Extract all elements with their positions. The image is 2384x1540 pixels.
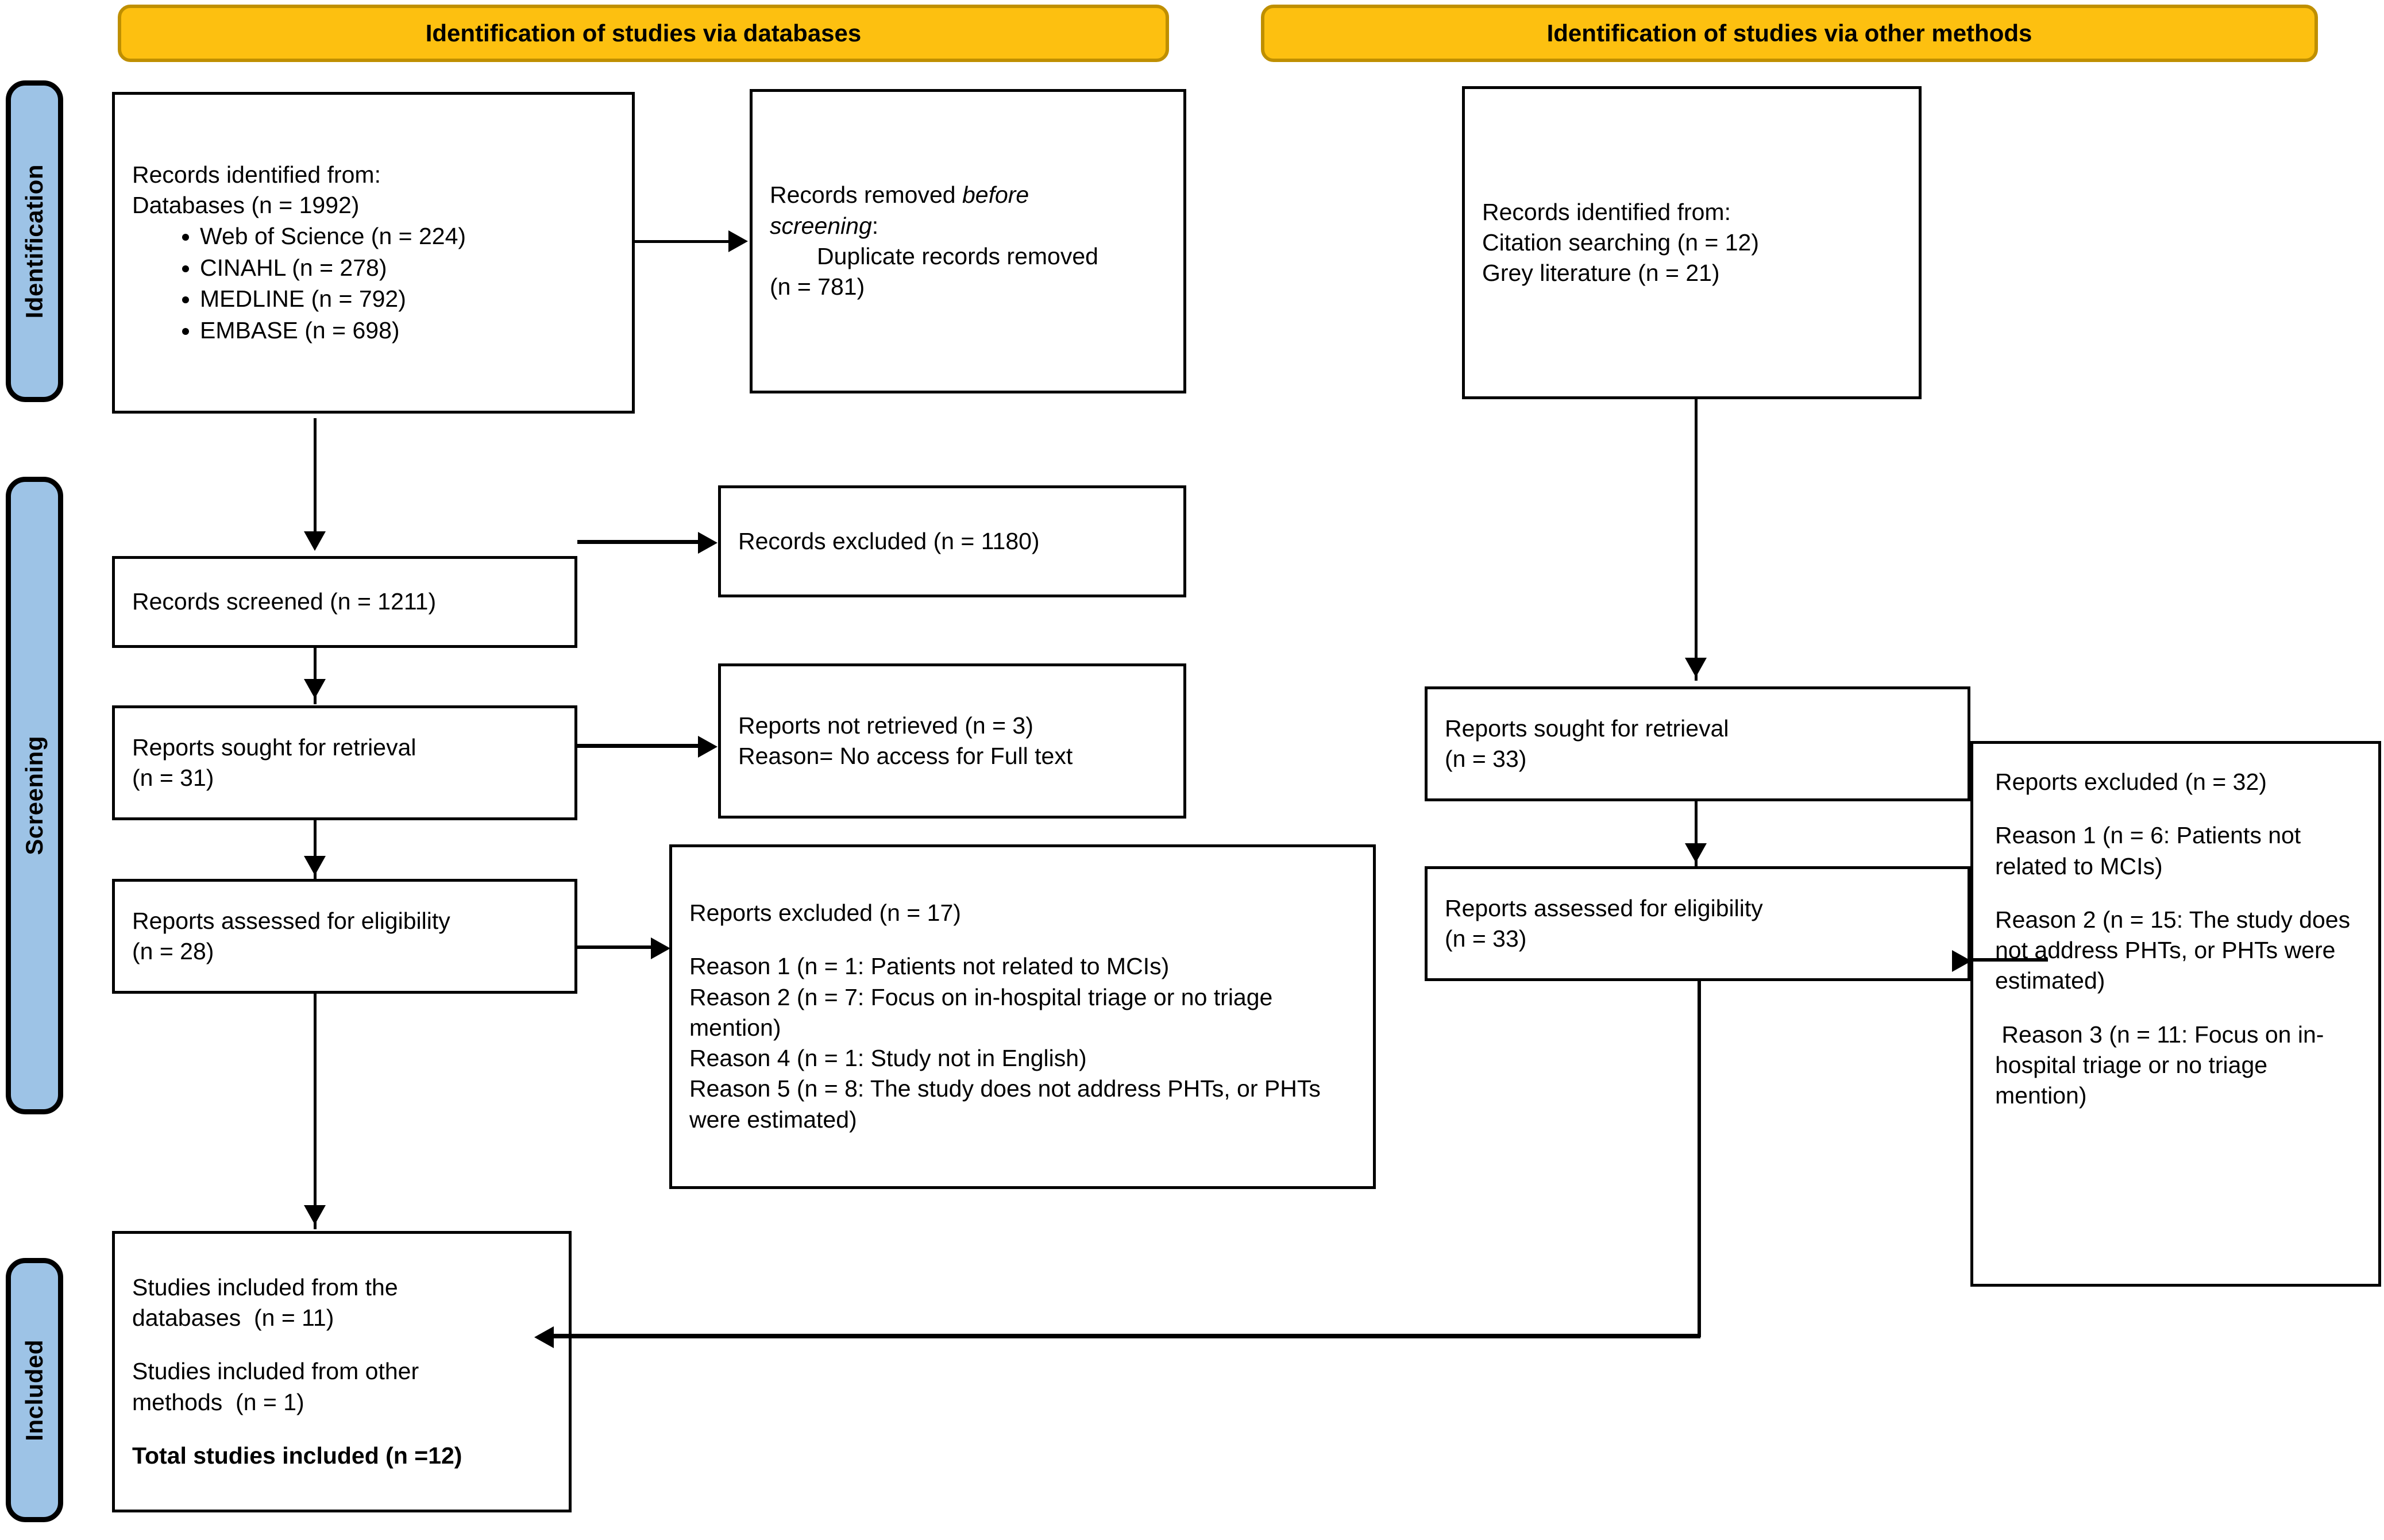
reports-sought-line1: Reports sought for retrieval — [132, 734, 416, 761]
records-removed-line1: Records removed before — [770, 180, 1166, 210]
phase-band-included: Included — [6, 1258, 63, 1522]
connector-screened-to-sought — [314, 648, 317, 704]
arrow-right-icon — [728, 230, 748, 252]
phase-band-identification: Identification — [6, 80, 63, 402]
other-sought-line2: (n = 33) — [1445, 746, 1527, 772]
other-identified-line1: Records identified from: — [1482, 198, 1731, 225]
arrow-down-icon — [304, 679, 326, 698]
reports-excluded-heading: Reports excluded (n = 17) — [689, 900, 961, 926]
records-screened-label: Records screened (n = 1211) — [132, 588, 437, 615]
phase-label-screening: Screening — [21, 736, 48, 855]
other-identified-line3: Grey literature (n = 21) — [1482, 260, 1720, 287]
records-removed-colon: : — [871, 212, 879, 239]
connector-sought-to-not-retrieved — [577, 744, 699, 748]
box-reports-excluded-other: Reports excluded (n = 32) Reason 1 (n = … — [1970, 741, 2381, 1287]
spacer — [1995, 797, 2356, 820]
connector-identified-to-removed — [635, 240, 730, 243]
reports-excluded-reason-2: Reason 2 (n = 7: Focus on in-hospital tr… — [689, 983, 1279, 1041]
box-records-removed-before-screening: Records removed before screening: Duplic… — [750, 89, 1186, 393]
arrow-right-icon — [1952, 950, 1972, 972]
box-reports-excluded-databases: Reports excluded (n = 17) Reason 1 (n = … — [669, 844, 1376, 1189]
box-reports-not-retrieved: Reports not retrieved (n = 3) Reason= No… — [718, 663, 1186, 819]
box-records-identified-other: Records identified from: Citation search… — [1462, 86, 1922, 399]
records-removed-lead: Records removed — [770, 182, 962, 209]
box-reports-assessed-other: Reports assessed for eligibility (n = 33… — [1425, 866, 1970, 981]
box-reports-sought-other: Reports sought for retrieval (n = 33) — [1425, 686, 1970, 801]
phase-label-included: Included — [21, 1339, 48, 1441]
reports-assessed-line2: (n = 28) — [132, 938, 214, 964]
arrow-down-icon — [304, 856, 326, 875]
other-excluded-reason-3: Reason 3 (n = 11: Focus on in-hospital t… — [1995, 1021, 2324, 1109]
connector-other-to-included — [551, 1334, 1700, 1338]
list-item: EMBASE (n = 698) — [200, 315, 615, 346]
arrow-left-icon — [534, 1326, 554, 1348]
connector-assessed-to-reports-excluded — [577, 945, 652, 949]
banner-other-methods-label: Identification of studies via other meth… — [1546, 20, 2032, 47]
box-reports-assessed-databases: Reports assessed for eligibility (n = 28… — [112, 879, 577, 994]
box-records-excluded: Records excluded (n = 1180) — [718, 485, 1186, 597]
arrow-down-icon — [304, 531, 326, 551]
reports-excluded-reason-5: Reason 5 (n = 8: The study does not addr… — [689, 1075, 1328, 1133]
connector-identified-to-screened — [314, 418, 317, 540]
studies-included-line4: methods (n = 1) — [132, 1388, 304, 1415]
arrow-right-icon — [698, 736, 717, 758]
other-excluded-reason-2: Reason 2 (n = 15: The study does not add… — [1995, 906, 2357, 994]
spacer — [1995, 997, 2356, 1020]
connector-other-assessed-to-excluded — [1970, 958, 2048, 962]
list-item: MEDLINE (n = 792) — [200, 283, 615, 315]
spacer — [132, 1418, 551, 1441]
records-removed-italic-before: before — [962, 182, 1029, 209]
connector-other-assessed-down — [1698, 981, 1701, 1337]
records-removed-italic-screening: screening — [770, 212, 872, 239]
other-assessed-line1: Reports assessed for eligibility — [1445, 894, 1763, 921]
records-identified-line2: Databases (n = 1992) — [132, 191, 360, 218]
other-assessed-line2: (n = 33) — [1445, 925, 1527, 952]
reports-not-retrieved-line1: Reports not retrieved (n = 3) — [738, 712, 1033, 739]
total-studies-included: Total studies included (n =12) — [132, 1442, 462, 1469]
list-item: CINAHL (n = 278) — [200, 252, 615, 284]
reports-not-retrieved-line2: Reason= No access for Full text — [738, 743, 1073, 769]
arrow-right-icon — [651, 937, 670, 959]
other-excluded-reason-1: Reason 1 (n = 6: Patients not related to… — [1995, 822, 2308, 879]
list-item: Web of Science (n = 224) — [200, 221, 615, 252]
connector-screened-to-excluded — [577, 540, 699, 544]
database-source-list: Web of Science (n = 224) CINAHL (n = 278… — [132, 221, 615, 346]
connector-sought-to-assessed — [314, 820, 317, 883]
box-records-screened: Records screened (n = 1211) — [112, 556, 577, 648]
spacer — [1995, 882, 2356, 905]
records-removed-detail: Duplicate records removed — [817, 243, 1098, 269]
reports-sought-line2: (n = 31) — [132, 765, 214, 791]
banner-databases-label: Identification of studies via databases — [425, 20, 862, 47]
reports-excluded-reason-1: Reason 1 (n = 1: Patients not related to… — [689, 953, 1170, 980]
spacer — [689, 928, 1356, 951]
box-studies-included: Studies included from the databases (n =… — [112, 1231, 572, 1512]
phase-band-screening: Screening — [6, 477, 63, 1114]
reports-assessed-line1: Reports assessed for eligibility — [132, 907, 450, 934]
records-removed-line2: screening: — [770, 211, 1166, 241]
studies-included-line3: Studies included from other — [132, 1358, 419, 1385]
records-identified-line1: Records identified from: — [132, 161, 381, 188]
box-records-identified-databases: Records identified from: Databases (n = … — [112, 92, 635, 414]
records-removed-count: (n = 781) — [770, 273, 865, 300]
spacer — [132, 1333, 551, 1356]
other-excluded-heading: Reports excluded (n = 32) — [1995, 769, 2267, 795]
other-identified-line2: Citation searching (n = 12) — [1482, 229, 1760, 256]
arrow-down-icon — [1685, 658, 1707, 677]
connector-other-sought-to-assessed — [1695, 801, 1698, 867]
records-excluded-label: Records excluded (n = 1180) — [738, 527, 1040, 554]
arrow-down-icon — [1685, 843, 1707, 863]
banner-databases: Identification of studies via databases — [118, 5, 1169, 62]
other-sought-line1: Reports sought for retrieval — [1445, 715, 1729, 742]
studies-included-line1: Studies included from the — [132, 1273, 398, 1300]
reports-excluded-reason-4: Reason 4 (n = 1: Study not in English) — [689, 1045, 1087, 1072]
arrow-right-icon — [698, 532, 717, 554]
connector-assessed-to-included — [314, 994, 317, 1229]
connector-other-identified-to-sought — [1695, 399, 1698, 681]
phase-label-identification: Identification — [21, 164, 48, 319]
box-reports-sought-databases: Reports sought for retrieval (n = 31) — [112, 705, 577, 820]
studies-included-line2: databases (n = 11) — [132, 1304, 334, 1331]
banner-other-methods: Identification of studies via other meth… — [1261, 5, 2318, 62]
arrow-down-icon — [304, 1205, 326, 1225]
